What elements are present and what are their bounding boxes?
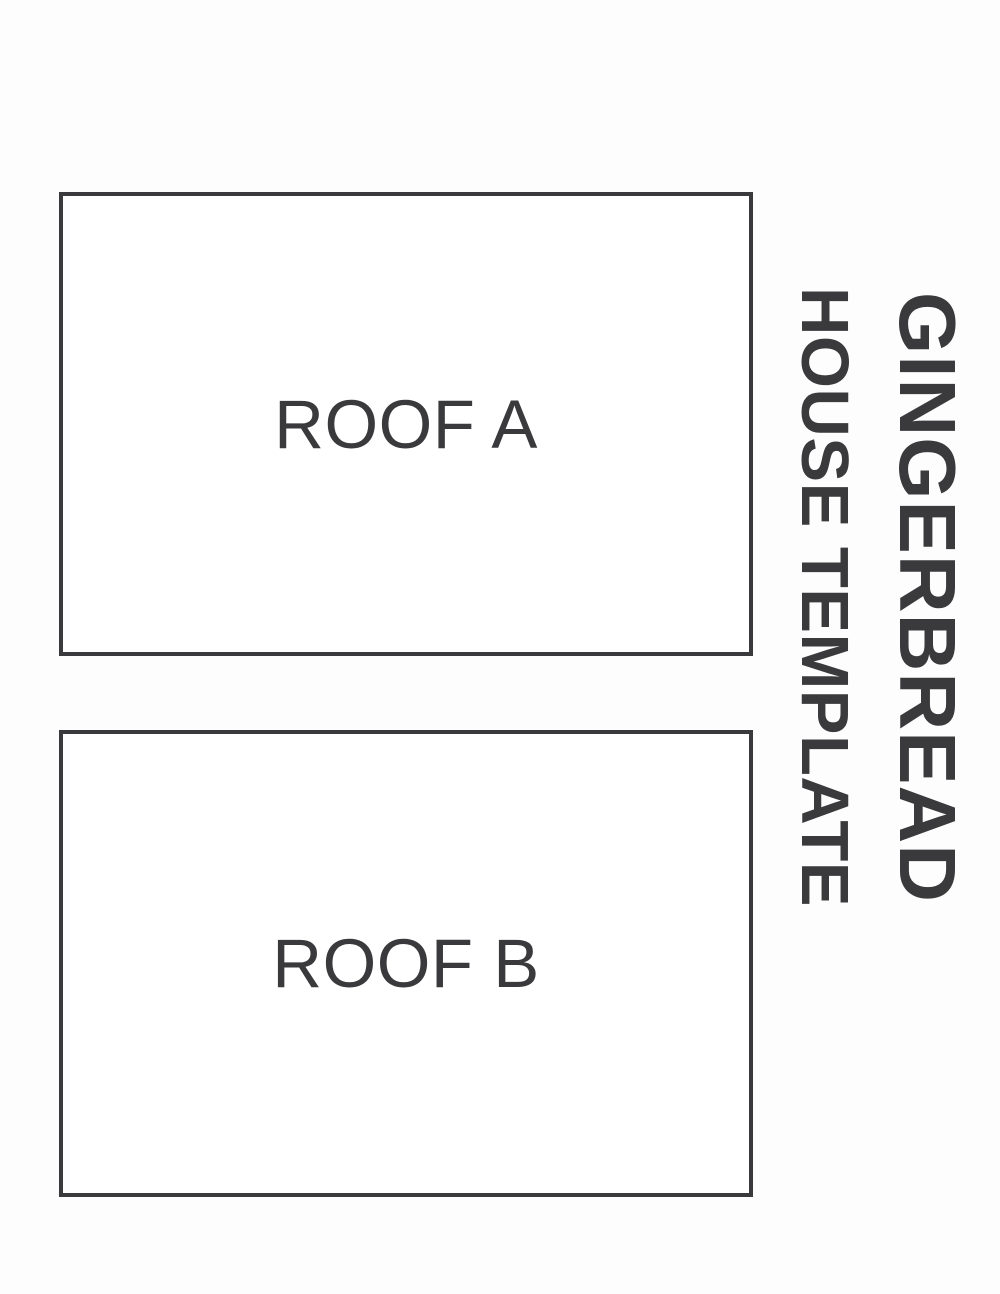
template-panel-roof-b: ROOF B bbox=[59, 730, 753, 1197]
panel-label-roof-b: ROOF B bbox=[272, 925, 540, 1002]
template-panel-roof-a: ROOF A bbox=[59, 192, 753, 656]
page-title-line-gingerbread: GINGERBREAD bbox=[883, 292, 972, 904]
page-title-line-house-template: HOUSE TEMPLATE bbox=[787, 287, 862, 907]
panel-label-roof-a: ROOF A bbox=[274, 385, 538, 463]
page-title: GINGERBREAD HOUSE TEMPLATE bbox=[787, 270, 1000, 990]
